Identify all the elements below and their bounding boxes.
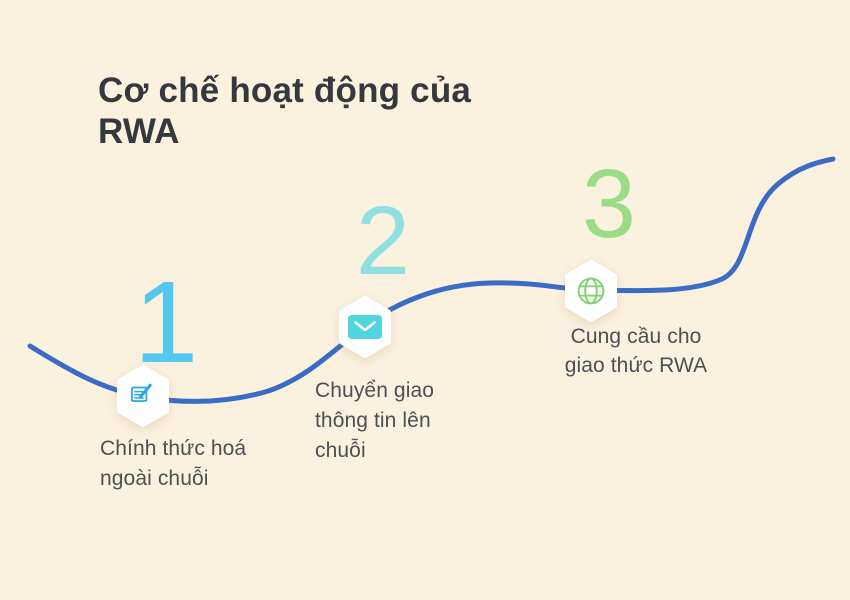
globe-icon xyxy=(577,277,605,305)
step-2-label-line-1: Chuyển giao xyxy=(315,379,435,402)
step-2-badge xyxy=(339,296,391,358)
step-1-label-line-1: Chính thức hoá xyxy=(100,437,247,460)
step-3-number: 3 xyxy=(582,149,636,258)
timeline-curve-path xyxy=(27,156,836,404)
step-2-label-line-2: thông tin lên xyxy=(315,409,431,432)
hexagon-badge-shape xyxy=(565,260,617,322)
step-1-number: 1 xyxy=(133,257,199,387)
edit-note-icon xyxy=(130,383,152,402)
step-3-label: Cung cầu cho giao thức RWA xyxy=(531,322,741,380)
page-title: Cơ chế hoạt động của RWA xyxy=(98,70,471,152)
step-3-label-line-2: giao thức RWA xyxy=(564,354,708,377)
step-2-label: Chuyển giao thông tin lên chuỗi xyxy=(315,376,465,466)
page-title-line-1: Cơ chế hoạt động của xyxy=(98,71,472,110)
step-1-label: Chính thức hoá ngoài chuỗi xyxy=(100,434,285,494)
step-3-badge xyxy=(565,260,617,322)
step-3-label-line-1: Cung cầu cho xyxy=(570,325,702,348)
envelope-icon xyxy=(348,315,382,339)
step-2-number: 2 xyxy=(356,186,410,295)
step-1-badge xyxy=(117,365,169,427)
page-title-line-2: RWA xyxy=(98,112,180,151)
step-2-label-line-3: chuỗi xyxy=(315,439,366,462)
step-1-label-line-2: ngoài chuỗi xyxy=(100,467,209,490)
